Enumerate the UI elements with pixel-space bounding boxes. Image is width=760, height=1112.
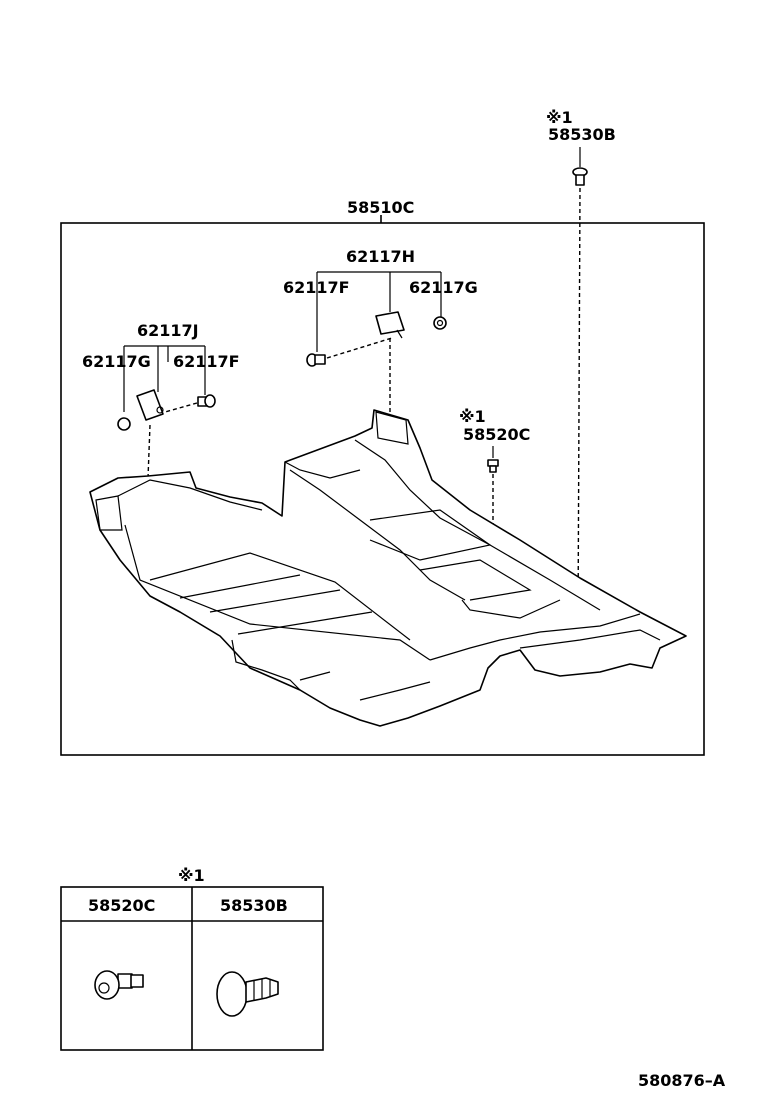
left-bracket-left-label: 62117G <box>82 352 151 371</box>
clip-top-dashed-path <box>577 187 581 626</box>
legend-clip-58520c-icon <box>94 970 144 1000</box>
mid-bracket-screw-dashed <box>326 337 393 359</box>
clip-mid-part-label: 58520C <box>463 425 530 444</box>
floor-carpet-illustration <box>89 409 687 727</box>
mid-bracket-screw-icon <box>306 353 326 367</box>
mid-bracket-nut-icon <box>433 316 447 330</box>
mid-bracket-plate-icon <box>375 311 405 339</box>
mid-bracket-leader <box>316 271 442 352</box>
figure-code: 580876–A <box>638 1071 726 1090</box>
left-bracket-screw-icon <box>197 394 216 408</box>
left-bracket-leader <box>123 345 206 412</box>
legend-table <box>60 886 324 1051</box>
mid-bracket-right-label: 62117G <box>409 278 478 297</box>
mid-bracket-left-label: 62117F <box>283 278 350 297</box>
main-part-label: 58510C <box>347 198 414 217</box>
left-bracket-right-label: 62117F <box>173 352 240 371</box>
clip-top-icon <box>572 167 588 186</box>
clip-mid-star: ※1 <box>459 407 486 426</box>
mid-bracket-group-label: 62117H <box>346 247 415 266</box>
legend-col-58530b: 58530B <box>220 896 288 915</box>
clip-top-part-label: 58530B <box>548 125 616 144</box>
left-bracket-group-label: 62117J <box>137 321 199 340</box>
legend-clip-58530b-icon <box>216 971 279 1017</box>
main-frame <box>60 222 705 756</box>
clip-top-star: ※1 <box>546 108 573 127</box>
clip-mid-icon <box>487 459 499 473</box>
legend-col-58520c: 58520C <box>88 896 155 915</box>
legend-note-mark: ※1 <box>178 866 205 885</box>
left-bracket-plate-icon <box>136 389 164 421</box>
left-bracket-nut-icon <box>117 417 131 431</box>
left-bracket-down-dashed <box>147 424 151 479</box>
left-bracket-screw-dashed <box>164 402 198 413</box>
